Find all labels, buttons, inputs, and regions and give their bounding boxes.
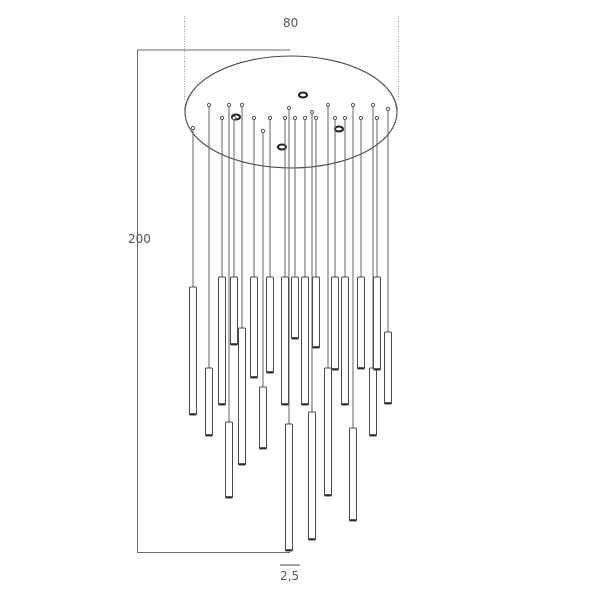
cable-anchor: [302, 115, 308, 121]
cable-anchor: [206, 102, 212, 108]
height-dimension-label: 200: [128, 232, 151, 246]
pendant-tube: [259, 386, 267, 450]
tubes: [189, 276, 392, 552]
cable-anchor: [226, 102, 232, 108]
pendant-tube: [291, 276, 299, 340]
cable-anchor: [332, 115, 338, 121]
pendant-tube: [225, 421, 233, 499]
cable-anchor: [309, 109, 315, 115]
pendant-tube: [341, 276, 349, 406]
spotlight-icon: [277, 143, 287, 151]
cable-anchor: [282, 115, 288, 121]
cable-anchor: [374, 115, 380, 121]
pendant-tube: [373, 276, 381, 371]
cable-anchor: [260, 128, 266, 134]
height-dimension-line: [137, 49, 290, 553]
spotlight-icon: [231, 113, 241, 121]
pendant-tube: [357, 276, 365, 370]
spotlight-icon: [298, 91, 308, 99]
pendant-tube: [266, 276, 274, 374]
pendant-tube: [324, 367, 332, 497]
pendant-tube: [308, 411, 316, 541]
pendant-tube: [285, 423, 293, 552]
pendant-tube: [205, 367, 213, 437]
pendant-tube: [218, 276, 226, 406]
pendant-tube: [250, 276, 258, 379]
pendant-tube: [301, 276, 309, 406]
cable-anchor: [231, 115, 237, 121]
cable-anchor: [370, 102, 376, 108]
cable-anchor: [313, 115, 319, 121]
cable-anchor: [385, 106, 391, 112]
pendant-tube: [238, 327, 246, 466]
pendant-tube: [349, 427, 357, 522]
pendant-tube: [369, 367, 377, 437]
pendant-tube: [189, 286, 197, 416]
cables: [190, 102, 391, 428]
cable-anchor: [251, 115, 257, 121]
canopy: [184, 55, 398, 169]
pendant-tube: [230, 276, 238, 346]
pendant-tube: [331, 276, 339, 371]
cable-anchor: [342, 115, 348, 121]
cable-anchor: [358, 115, 364, 121]
pendant-tube: [384, 331, 392, 405]
canopy-underside: [184, 55, 398, 169]
cable-anchor: [292, 115, 298, 121]
cable-anchor: [190, 125, 196, 131]
cable-anchor: [325, 102, 331, 108]
pendant-tube: [281, 276, 289, 406]
cable-anchor: [239, 102, 245, 108]
cable-anchor: [286, 105, 292, 111]
width-dimension-label: 80: [283, 16, 299, 30]
cable-anchor: [267, 115, 273, 121]
cable-anchor: [350, 102, 356, 108]
diameter-dimension-label: 2,5: [280, 569, 300, 583]
pendant-tube: [312, 276, 320, 349]
cable-anchor: [219, 115, 225, 121]
